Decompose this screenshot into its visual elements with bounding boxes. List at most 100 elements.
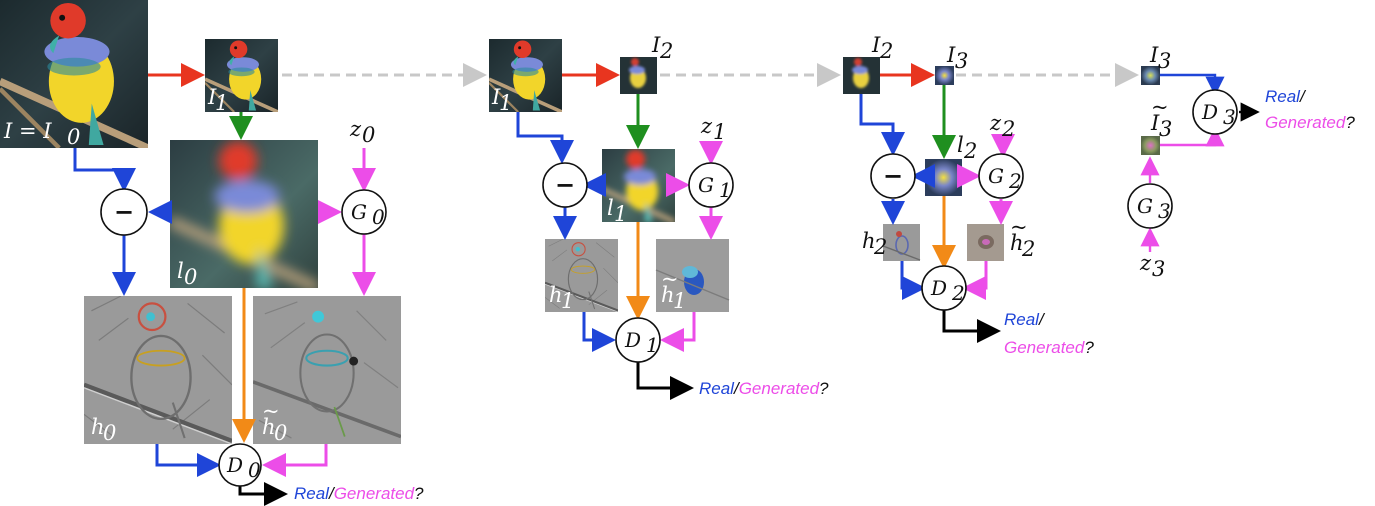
- label-I3-tilde: ~ I 3: [1150, 95, 1172, 141]
- svg-text:Real/: Real/: [1004, 310, 1046, 329]
- svg-text:~: ~: [262, 399, 280, 423]
- discriminator-node-D2: D 2: [921, 265, 967, 311]
- minus-node-2: −: [870, 153, 916, 199]
- label-h0: h 0: [91, 415, 116, 445]
- svg-text:I: I: [871, 33, 881, 57]
- label-h1-tilde: ~ h 1: [661, 267, 686, 313]
- output-arrow-D0: [238, 482, 288, 506]
- label-l1: l 1: [607, 196, 627, 226]
- label-h1: h 1: [549, 283, 574, 313]
- discriminator-node-D0: D 0: [218, 443, 262, 487]
- svg-text:3: 3: [1158, 49, 1171, 73]
- svg-text:1: 1: [646, 333, 659, 357]
- svg-text:0: 0: [248, 458, 261, 482]
- gen-path-I3tilde-to-D3: [1160, 127, 1225, 147]
- svg-text:z: z: [1139, 251, 1152, 275]
- label-z0: z 0: [349, 117, 375, 147]
- image-I2-level1: [620, 57, 657, 94]
- label-l0: l 0: [177, 259, 197, 289]
- label-h2: h 2: [862, 229, 887, 259]
- image-I3-tilde: [1141, 136, 1160, 155]
- svg-text:3: 3: [955, 49, 968, 73]
- minus-node-0: −: [100, 188, 148, 236]
- svg-text:Real/: Real/: [1265, 87, 1307, 106]
- label-I0: I = I 0: [3, 119, 80, 149]
- output-arrow-D1: [636, 362, 694, 400]
- svg-text:2: 2: [1021, 237, 1035, 261]
- svg-text:h: h: [661, 283, 675, 307]
- svg-text:I: I: [1150, 111, 1160, 135]
- svg-text:z: z: [700, 114, 713, 138]
- label-I2-level2: I 2: [871, 33, 893, 63]
- svg-text:1: 1: [561, 289, 574, 313]
- label-z1: z 1: [700, 114, 726, 144]
- output-label-D1: Real/Generated?: [699, 379, 829, 398]
- svg-text:2: 2: [1001, 117, 1015, 141]
- svg-text:2: 2: [879, 39, 893, 63]
- svg-text:I: I: [491, 85, 501, 109]
- real-path-I0-to-minus: [73, 148, 136, 192]
- real-path-I2-to-minus: [859, 94, 905, 156]
- discriminator-node-D3: D 3: [1192, 89, 1238, 135]
- svg-text:D: D: [930, 276, 947, 300]
- svg-text:0: 0: [67, 125, 80, 149]
- gen-path-h0tilde-to-D0: [262, 444, 328, 477]
- svg-text:G: G: [988, 164, 1004, 188]
- svg-text:I: I: [946, 43, 956, 67]
- svg-text:D: D: [226, 453, 243, 477]
- svg-text:G: G: [351, 200, 367, 224]
- gen-path-h1tilde-to-D1: [660, 312, 696, 352]
- image-h2-tilde: [967, 224, 1004, 261]
- real-path-I1-to-minus: [516, 112, 574, 164]
- svg-text:2: 2: [1008, 169, 1022, 193]
- label-h2-tilde: ~ h 2: [1010, 215, 1035, 261]
- label-I3-level3: I 3: [1149, 43, 1171, 73]
- label-I3-level2: I 3: [946, 43, 968, 73]
- svg-text:~: ~: [661, 267, 679, 291]
- svg-text:D: D: [1201, 100, 1218, 124]
- label-I1-level1: I 1: [491, 85, 512, 115]
- svg-text:l: l: [607, 196, 614, 220]
- generator-node-G0: G 0: [341, 189, 387, 235]
- svg-text:h: h: [1010, 231, 1024, 255]
- svg-text:l: l: [957, 133, 964, 157]
- minus-node-1: −: [542, 162, 588, 208]
- output-label-D0: Real/Generated?: [294, 484, 424, 503]
- svg-text:z: z: [989, 111, 1002, 135]
- real-path-I3-to-D3: [1160, 73, 1225, 96]
- svg-text:1: 1: [614, 202, 627, 226]
- image-I2-level2: [843, 57, 880, 94]
- svg-text:G: G: [1137, 194, 1153, 218]
- label-h0-tilde: ~ h 0: [262, 399, 287, 445]
- svg-text:0: 0: [184, 265, 197, 289]
- generator-node-G1: G 1: [688, 162, 734, 208]
- svg-text:2: 2: [659, 39, 673, 63]
- output-label-D2: Real/ Generated?: [1004, 310, 1094, 357]
- svg-text:h: h: [91, 415, 105, 439]
- svg-text:1: 1: [719, 178, 732, 202]
- image-I3-level3: [1141, 66, 1160, 85]
- image-I3-level2: [935, 66, 954, 85]
- output-label-D3: Real/ Generated?: [1265, 87, 1355, 132]
- svg-text:I = I: I = I: [3, 119, 52, 143]
- svg-text:3: 3: [1158, 199, 1171, 223]
- svg-text:I: I: [207, 85, 217, 109]
- svg-text:Generated?: Generated?: [1265, 113, 1355, 132]
- svg-text:2: 2: [873, 235, 887, 259]
- real-path-h2-to-D2: [900, 261, 926, 300]
- svg-text:−: −: [555, 171, 575, 199]
- svg-text:0: 0: [274, 421, 287, 445]
- svg-text:1: 1: [499, 91, 512, 115]
- svg-text:G: G: [698, 173, 714, 197]
- svg-text:h: h: [262, 415, 276, 439]
- svg-text:0: 0: [362, 123, 375, 147]
- svg-text:l: l: [177, 259, 184, 283]
- svg-text:2: 2: [951, 281, 965, 305]
- svg-text:D: D: [624, 328, 641, 352]
- svg-text:−: −: [883, 162, 903, 190]
- label-l2: l 2: [957, 133, 977, 163]
- label-I2-level1: I 2: [651, 33, 673, 63]
- gen-path-h2tilde-to-D2: [962, 261, 988, 300]
- image-l2: [925, 159, 962, 196]
